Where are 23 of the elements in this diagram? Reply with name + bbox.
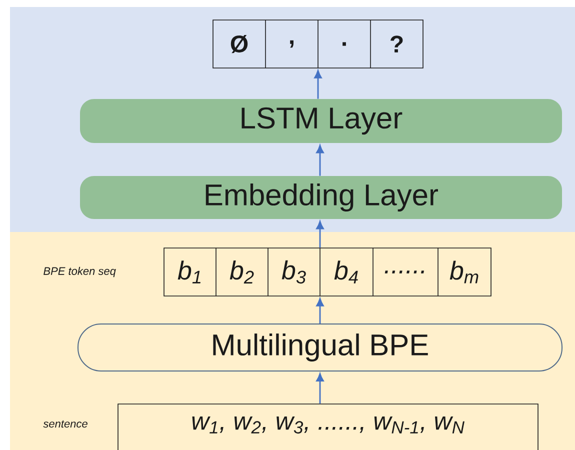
cell-text: ? xyxy=(390,36,403,52)
arrow xyxy=(316,298,324,324)
layer-box: Embedding Layer xyxy=(80,176,562,219)
process-box: Multilingual BPE xyxy=(78,324,562,372)
arrow xyxy=(314,70,322,99)
layer-box: LSTM Layer xyxy=(80,99,562,143)
cell-text: . xyxy=(342,42,346,46)
arrow xyxy=(316,373,324,404)
cell-text: b$_{3}$ xyxy=(282,260,306,284)
sequence-box xyxy=(164,248,492,296)
cell-text: ...... xyxy=(384,270,424,274)
cell-text: Ø xyxy=(230,34,248,54)
side-label: BPE token seq xyxy=(44,266,116,278)
input-box: w$_{1}$, w$_{2}$, w$_{3}$, ......, w$_{N-1}$, w$_{N}$ xyxy=(118,404,538,450)
cell-text: , xyxy=(290,40,294,48)
arrow xyxy=(316,220,324,248)
cell-text: b$_{m}$ xyxy=(450,260,478,284)
sequence-box xyxy=(212,20,424,68)
cell-text: b$_{1}$ xyxy=(178,260,200,284)
side-label: sentence xyxy=(43,420,88,428)
cell-text: b$_{4}$ xyxy=(334,260,358,284)
arrow xyxy=(316,144,324,176)
cell-text: b$_{2}$ xyxy=(230,260,254,284)
